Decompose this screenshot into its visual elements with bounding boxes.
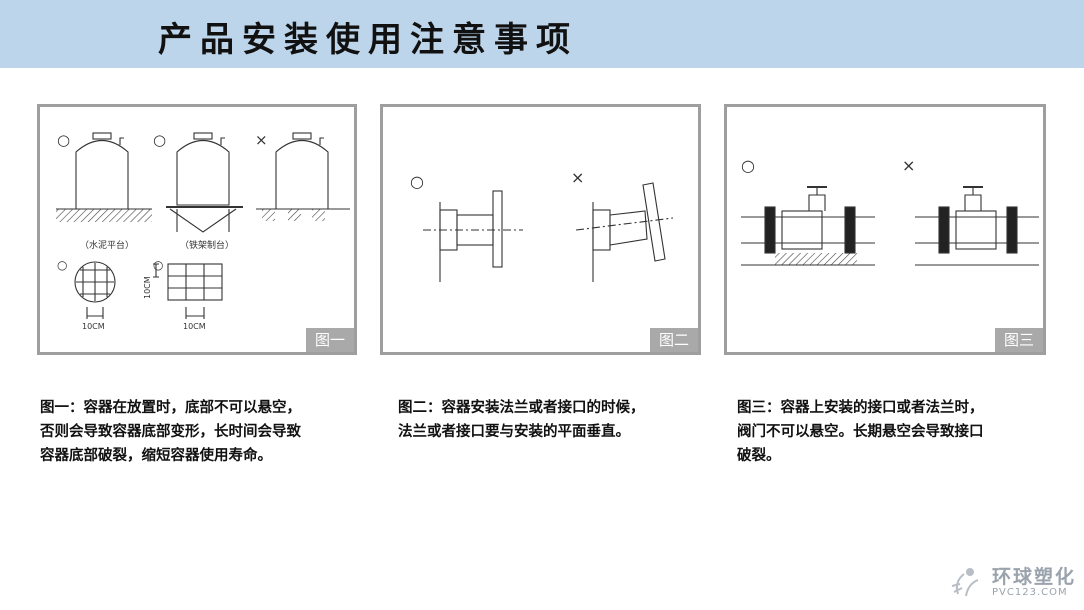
cement-platform-label: （水泥平台）	[80, 239, 134, 251]
header-banner	[0, 0, 1084, 68]
iron-frame-label: （铁架制台）	[180, 239, 234, 251]
ng-mark: ×	[571, 168, 584, 187]
logo-name: 环球塑化	[992, 566, 1077, 588]
figure-tag: 图二	[650, 328, 698, 352]
caption-1: 图一：容器在放置时，底部不可以悬空， 否则会导致容器底部变形，长时间会导致 容器…	[40, 396, 380, 468]
valve-diagram: ○ ×	[741, 156, 1039, 266]
caption-line: 图一：容器在放置时，底部不可以悬空，	[40, 400, 301, 416]
dimension-label: 10CM	[183, 322, 206, 331]
caption-line: 阀门不可以悬空。长期悬空会导致接口	[737, 424, 984, 440]
ok-mark: ○	[153, 131, 166, 149]
ok-mark: ○	[741, 156, 755, 175]
caption-line: 图二：容器安装法兰或者接口的时候，	[398, 400, 645, 416]
figure-panel-3: ○ × 图三	[724, 104, 1046, 355]
ok-mark: ○	[153, 258, 163, 272]
figure-panel-2: ○ × 图二	[380, 104, 701, 355]
tank-placement-diagram: ○ ○ × ○	[56, 131, 350, 331]
caption-line: 容器底部破裂，缩短容器使用寿命。	[40, 448, 272, 464]
ok-mark: ○	[57, 258, 67, 272]
caption-2: 图二：容器安装法兰或者接口的时候， 法兰或者接口要与安装的平面垂直。	[398, 396, 718, 444]
figure-tag: 图一	[306, 328, 354, 352]
caption-line: 图三：容器上安装的接口或者法兰时，	[737, 400, 984, 416]
ng-mark: ×	[255, 131, 268, 149]
caption-line: 法兰或者接口要与安装的平面垂直。	[398, 424, 630, 440]
figure-tag: 图三	[995, 328, 1043, 352]
page-title: 产品安装使用注意事项	[158, 20, 578, 60]
dimension-label: 10CM	[143, 276, 152, 299]
ng-mark: ×	[902, 156, 915, 175]
ok-mark: ○	[410, 172, 424, 191]
flange-diagram: ○ ×	[410, 168, 674, 282]
caption-line: 否则会导致容器底部变形，长时间会导致	[40, 424, 301, 440]
caption-line: 破裂。	[737, 448, 781, 464]
logo-icon	[951, 568, 979, 597]
ok-mark: ○	[57, 131, 70, 149]
caption-3: 图三：容器上安装的接口或者法兰时， 阀门不可以悬空。长期悬空会导致接口 破裂。	[737, 396, 1067, 468]
figure-panel-1: ○ ○ × ○	[37, 104, 357, 355]
logo-url: PVC123.COM	[992, 587, 1068, 598]
dimension-label: 10CM	[82, 322, 105, 331]
